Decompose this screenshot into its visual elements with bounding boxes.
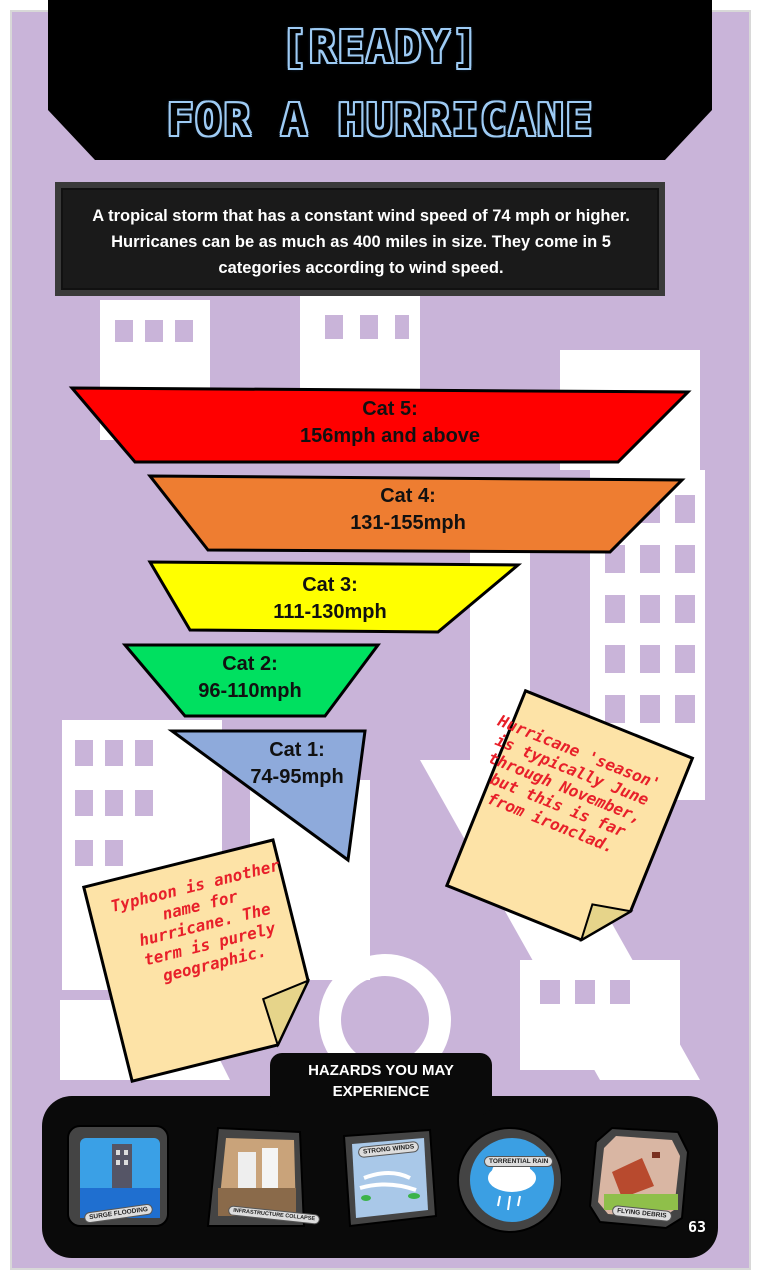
cat2-label: Cat 2: 96-110mph (160, 651, 340, 705)
cat5-shape (68, 386, 692, 464)
cat4-label: Cat 4: 131-155mph (278, 483, 538, 537)
strong-winds-icon (342, 1128, 438, 1228)
page-number: 63 (688, 1218, 707, 1236)
cat1-name: Cat 1: (269, 739, 325, 761)
cat3-label: Cat 3: 111-130mph (205, 572, 455, 626)
hazard-torrential-rain: TORRENTIAL RAIN (450, 1122, 563, 1234)
cat4-shape (146, 474, 686, 554)
cat1-range: 74-95mph (250, 766, 344, 788)
hazard-strong-winds: STRONG WINDS (330, 1122, 442, 1234)
cat5-label: Cat 5: 156mph and above (260, 396, 520, 450)
surge-flooding-icon (67, 1125, 169, 1227)
hazards-tab (270, 1053, 492, 1115)
cat4-name: Cat 4: (380, 485, 436, 507)
cat2-name: Cat 2: (222, 653, 278, 675)
cat1-shape (167, 729, 367, 863)
cat3-name: Cat 3: (302, 574, 358, 596)
hazard-label-torrential-rain: TORRENTIAL RAIN (484, 1156, 554, 1167)
cat5-range: 156mph and above (299, 425, 481, 447)
description-text: A tropical storm that has a constant win… (92, 207, 630, 277)
title-line-2: FOR A HURRICANE (166, 95, 595, 146)
hazard-infrastructure-collapse: INFRASTRUCTURE COLLAPSE (200, 1122, 321, 1234)
cat2-range: 96-110mph (198, 680, 302, 702)
cat3-shape (147, 560, 523, 634)
cat5-name: Cat 5: (362, 398, 418, 420)
cat4-range: 131-155mph (350, 512, 466, 534)
cat3-range: 111-130mph (273, 601, 387, 623)
hazard-surge-flooding: SURGE FLOODING (62, 1122, 174, 1234)
hazards-title: HAZARDS YOU MAY EXPERIENCE (308, 1062, 454, 1100)
hazard-flying-debris: FLYING DEBRIS (582, 1122, 694, 1234)
title-banner (48, 0, 712, 160)
cat2-shape (121, 643, 381, 718)
description-box (55, 182, 665, 296)
title-line-1: [READY] (280, 22, 481, 73)
flying-debris-icon (588, 1126, 690, 1230)
cat1-label: Cat 1: 74-95mph (232, 737, 362, 791)
torrential-rain-icon (457, 1127, 563, 1233)
